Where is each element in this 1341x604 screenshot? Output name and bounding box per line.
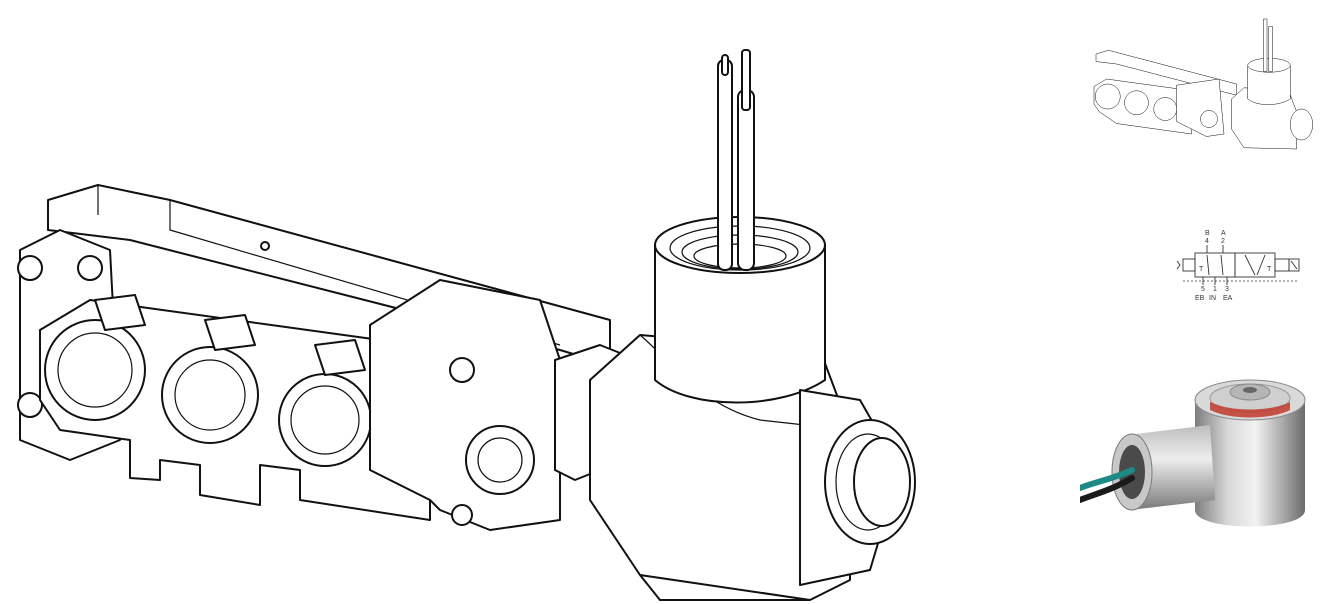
port-label-3: 3 bbox=[1225, 286, 1229, 293]
port-label-1: 1 bbox=[1213, 286, 1217, 293]
port-label-4: 4 bbox=[1205, 238, 1209, 245]
port-label-b: B bbox=[1205, 230, 1210, 237]
valve-line-drawing bbox=[17, 49, 916, 601]
thumbnail-schematic[interactable]: B A 4 2 T T 5 1 3 EB IN EA bbox=[1175, 225, 1315, 305]
port-label-ea: EA bbox=[1223, 295, 1233, 302]
port-label-eb: EB bbox=[1195, 295, 1205, 302]
thumbnail-isometric[interactable] bbox=[1080, 0, 1340, 160]
schematic-box-left bbox=[1194, 252, 1236, 278]
port-label-a: A bbox=[1221, 230, 1226, 237]
port-label-2: 2 bbox=[1221, 238, 1225, 245]
schematic-mark-right: T bbox=[1267, 266, 1272, 273]
thumbnail-isometric-drawing bbox=[1093, 18, 1313, 150]
solenoid-photo bbox=[1080, 379, 1306, 527]
schematic-mark-left: T bbox=[1199, 266, 1204, 273]
schematic-box-right bbox=[1234, 252, 1276, 278]
port-label-5: 5 bbox=[1201, 286, 1205, 293]
thumbnail-product-photo[interactable] bbox=[1080, 370, 1340, 540]
port-label-in: IN bbox=[1209, 295, 1216, 302]
